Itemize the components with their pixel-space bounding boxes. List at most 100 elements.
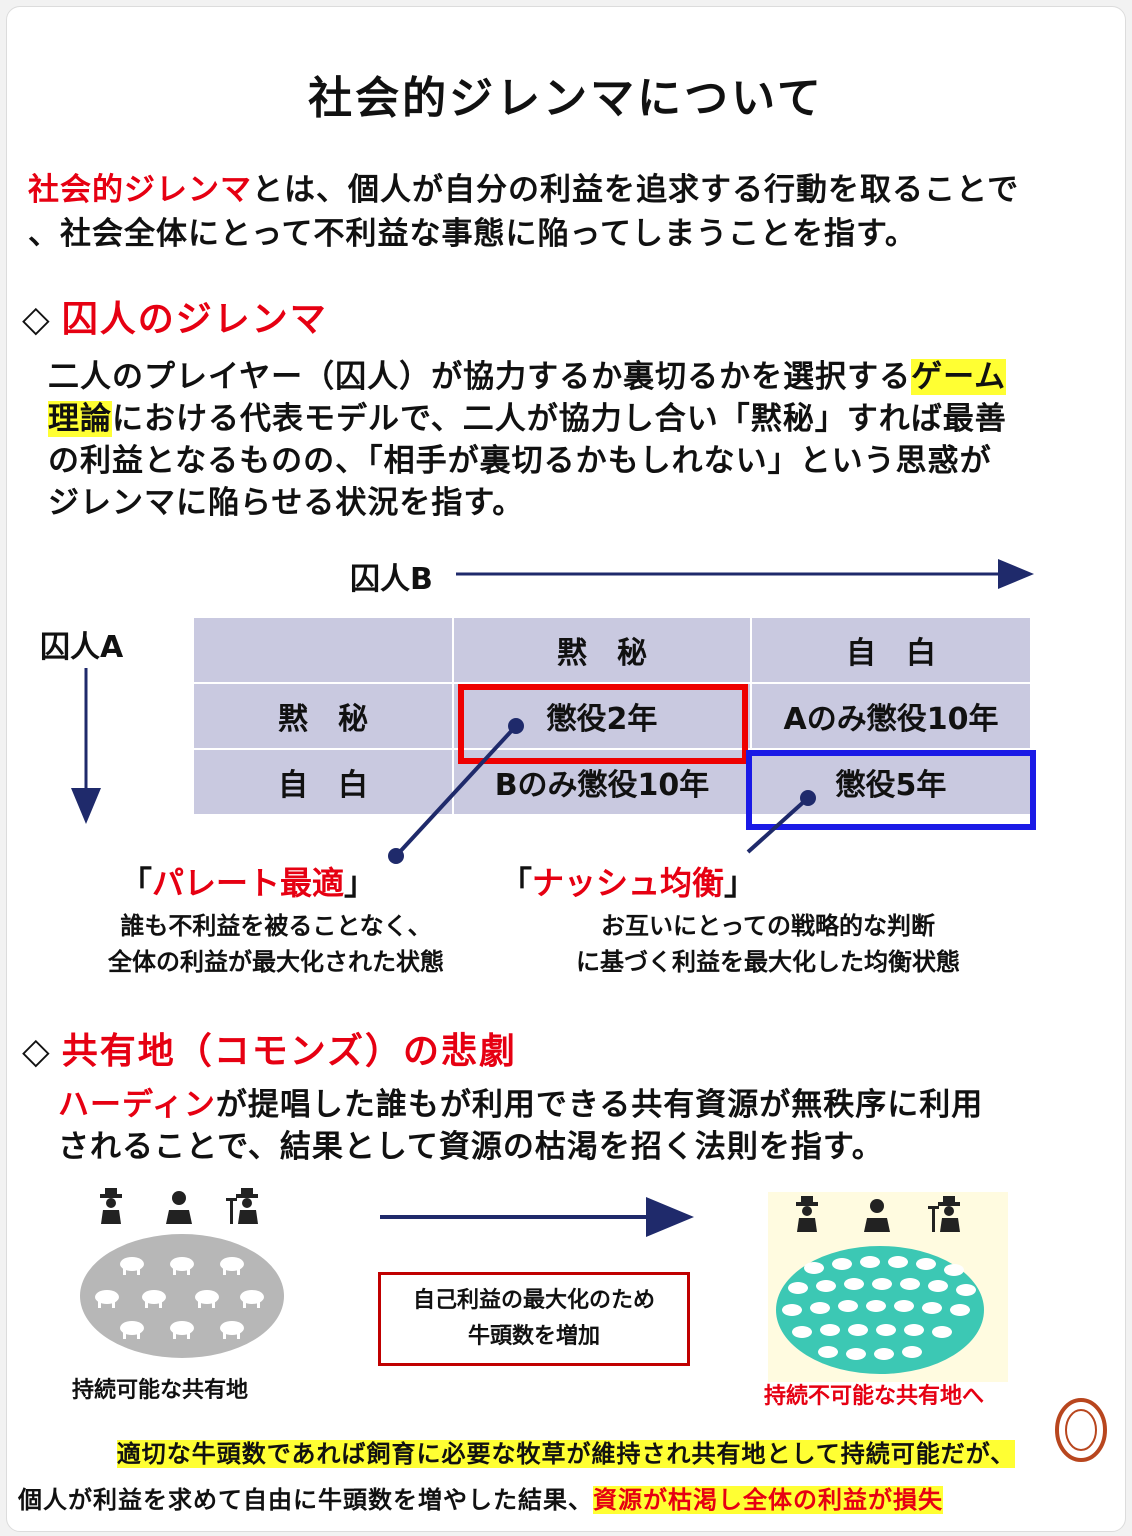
sheep-icon	[844, 1278, 864, 1290]
sheep-icon	[240, 1290, 264, 1308]
unsustainable-commons-illustration	[776, 1196, 984, 1374]
nash-description: お互いにとっての戦略的な判断 に基づく利益を最大化した均衡状態	[528, 908, 1008, 980]
businessman-icon	[864, 1199, 890, 1232]
sheep-icon	[120, 1321, 144, 1339]
prisoner-line2: における代表モデルで、二人が協力し合い「黙秘」すれば最善	[112, 401, 1007, 437]
farmer-pitchfork-icon	[928, 1196, 960, 1232]
sheep-icon	[932, 1326, 952, 1338]
sheep-group-left	[95, 1257, 264, 1339]
matrix-cell-a10years: Aのみ懲役10年	[750, 682, 1032, 750]
sheep-icon	[860, 1256, 880, 1268]
diamond-icon: ◇	[22, 1031, 52, 1072]
farmer-hat-icon	[100, 1188, 122, 1224]
pareto-open: 「	[120, 864, 153, 902]
prisoner-heading-row: ◇囚人のジレンマ	[22, 290, 328, 342]
commons-paragraph: ハーディンが提唱した誰もが利用できる共有資源が無秩序に利用 されることで、結果と…	[58, 1084, 1118, 1168]
nash-title: 「ナッシュ均衡」	[500, 858, 756, 904]
sheep-icon	[120, 1257, 144, 1275]
pareto-close: 」	[344, 864, 377, 902]
people-right	[796, 1196, 960, 1232]
intro-paragraph: 社会的ジレンマとは、個人が自分の利益を追求する行動を取ることで 、社会全体にとっ…	[28, 168, 1118, 256]
summary-line1: 適切な牛頭数であれば飼育に必要な牧草が維持され共有地として持続可能だが、	[116, 1440, 1016, 1468]
nash-open: 「	[500, 864, 533, 902]
commons-line2: されることで、結果として資源の枯渇を招く法則を指す。	[58, 1129, 884, 1165]
pareto-dot-bottom	[388, 848, 404, 864]
self-interest-box: 自己利益の最大化のため 牛頭数を増加	[378, 1272, 690, 1366]
farmer-pitchfork-icon	[226, 1188, 258, 1224]
sheep-icon	[170, 1321, 194, 1339]
commons-heading: 共有地（コモンズ）の悲劇	[61, 1031, 517, 1072]
pareto-connector	[394, 724, 518, 858]
matrix-col-silent: 黙 秘	[452, 616, 752, 684]
pareto-dot-top	[508, 718, 524, 734]
intro-line2: 、社会全体にとって不利益な事態に陥ってしまうことを指す。	[28, 216, 917, 252]
sheep-icon	[792, 1326, 812, 1338]
pareto-desc-line2: 全体の利益が最大化された状態	[108, 948, 444, 976]
sheep-group-right	[782, 1256, 976, 1360]
sheep-icon	[874, 1348, 894, 1360]
sheep-icon	[782, 1304, 802, 1316]
matrix-corner	[192, 616, 454, 684]
sheep-icon	[900, 1278, 920, 1290]
sheep-icon	[902, 1346, 922, 1358]
axis-label-a: 囚人A	[40, 630, 124, 665]
page-title: 社会的ジレンマについて	[308, 73, 824, 124]
prisoner-heading: 囚人のジレンマ	[61, 299, 328, 340]
sheep-icon	[170, 1257, 194, 1275]
sheep-icon	[888, 1256, 908, 1268]
intro-rest-line1: とは、個人が自分の利益を追求する行動を取ることで	[252, 172, 1020, 208]
commons-hardin: ハーディン	[58, 1087, 216, 1123]
sheep-icon	[848, 1324, 868, 1336]
pareto-name: パレート最適	[152, 864, 345, 902]
pareto-highlight-box	[458, 684, 748, 764]
matrix-row-confess: 自 白	[192, 748, 454, 816]
sheep-icon	[904, 1324, 924, 1336]
intro-term: 社会的ジレンマ	[28, 172, 252, 208]
prisoner-highlight-game: ゲーム	[911, 359, 1007, 395]
farmer-hat-icon	[796, 1196, 818, 1232]
sheep-icon	[928, 1280, 948, 1292]
summary-line1-row: 適切な牛頭数であれば飼育に必要な牧草が維持され共有地として持続可能だが、	[18, 1434, 1114, 1469]
sheep-icon	[866, 1300, 886, 1312]
sheep-icon	[788, 1282, 808, 1294]
matrix-col-confess: 自 白	[750, 616, 1032, 684]
sheep-icon	[95, 1290, 119, 1308]
sheep-icon	[220, 1321, 244, 1339]
sheep-icon	[950, 1304, 970, 1316]
sheep-icon	[872, 1278, 892, 1290]
prisoner-line4: ジレンマに陥らせる状況を指す。	[48, 485, 525, 521]
people-left	[100, 1188, 258, 1224]
nash-close: 」	[724, 864, 757, 902]
axis-label-b: 囚人B	[350, 562, 433, 597]
nash-dot-top	[800, 790, 816, 806]
sheep-icon	[818, 1346, 838, 1358]
prisoner-highlight-theory: 理論	[48, 401, 112, 437]
sheep-icon	[846, 1348, 866, 1360]
stamp-icon	[1055, 1398, 1107, 1462]
unsustainable-caption: 持続不可能な共有地へ	[764, 1384, 985, 1409]
prisoner-paragraph: 二人のプレイヤー（囚人）が協力するか裏切るかを選択するゲーム 理論における代表モ…	[48, 356, 1118, 524]
prisoner-line3: の利益となるものの、「相手が裏切るかもしれない」という思惑が	[48, 443, 992, 479]
pareto-title: 「パレート最適」	[120, 858, 376, 904]
sheep-icon	[804, 1262, 824, 1274]
nash-highlight-box	[746, 750, 1036, 830]
businessman-icon	[166, 1191, 192, 1224]
payoff-matrix: 黙 秘 自 白 黙 秘 懲役2年 Aのみ懲役10年 自 白 Bのみ懲役10年 懲…	[192, 616, 1032, 816]
sheep-icon	[820, 1324, 840, 1336]
sheep-icon	[810, 1302, 830, 1314]
sheep-icon	[876, 1324, 896, 1336]
nash-connector	[746, 796, 810, 854]
sheep-icon	[832, 1258, 852, 1270]
nash-name: ナッシュ均衡	[532, 864, 725, 902]
nash-desc-line2: に基づく利益を最大化した均衡状態	[576, 948, 960, 976]
diamond-icon: ◇	[22, 299, 52, 340]
self-interest-line2: 牛頭数を増加	[467, 1324, 600, 1349]
nash-desc-line1: お互いにとっての戦略的な判断	[600, 912, 936, 940]
summary-line2-red: 資源が枯渇し全体の利益が損失	[593, 1486, 943, 1514]
sustainable-caption: 持続可能な共有地	[72, 1378, 249, 1403]
sheep-icon	[944, 1264, 964, 1276]
prisoner-line1: 二人のプレイヤー（囚人）が協力するか裏切るかを選択する	[48, 359, 912, 395]
commons-heading-row: ◇共有地（コモンズ）の悲劇	[22, 1022, 517, 1074]
